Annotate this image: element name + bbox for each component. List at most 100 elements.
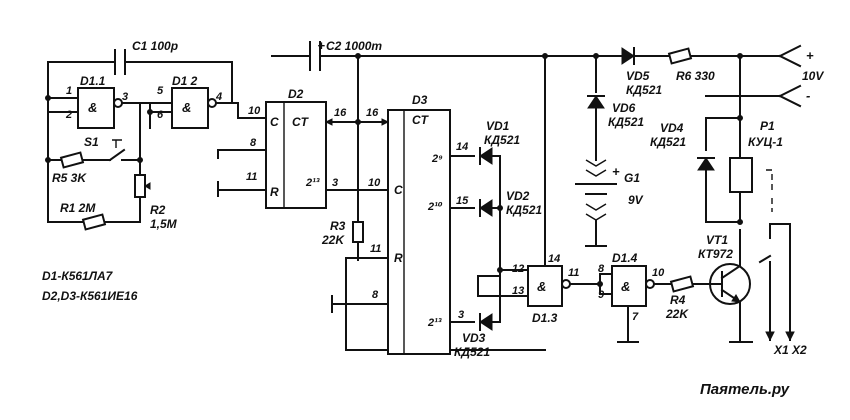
svg-text:R4: R4	[670, 293, 686, 307]
svg-text:R6 330: R6 330	[676, 69, 715, 83]
svg-text:+: +	[806, 48, 814, 63]
svg-text:3: 3	[458, 309, 464, 321]
svg-text:X1 X2: X1 X2	[773, 343, 807, 357]
svg-text:22K: 22K	[321, 233, 345, 247]
vd1-diode: VD1 КД521	[449, 119, 520, 271]
svg-text:VD4: VD4	[660, 121, 684, 135]
svg-text:9V: 9V	[628, 193, 644, 207]
svg-text:D3: D3	[412, 93, 428, 107]
r1-resistor: R1 2M	[47, 201, 107, 231]
svg-text:P1: P1	[760, 119, 775, 133]
d2-counter: D2 C CT R 10 8 11 2¹³ 16 3	[246, 87, 347, 209]
svg-text:R3: R3	[330, 219, 346, 233]
c2-capacitor: C2 1000m +	[271, 38, 781, 71]
svg-text:VD6: VD6	[612, 101, 636, 115]
svg-text:R5 3K: R5 3K	[52, 171, 87, 185]
svg-text:CT: CT	[292, 115, 310, 129]
g1-battery: G1 9V +	[575, 159, 644, 247]
vd5-diode: VD5 КД521	[621, 47, 662, 97]
svg-text:C1 100p: C1 100p	[132, 39, 178, 53]
svg-text:11: 11	[246, 171, 257, 183]
svg-text:VD1: VD1	[486, 119, 510, 133]
svg-text:КД521: КД521	[454, 345, 490, 359]
svg-text:4: 4	[215, 91, 222, 103]
svg-text:R2: R2	[150, 203, 166, 217]
svg-text:КД521: КД521	[626, 83, 662, 97]
svg-text:+: +	[317, 38, 325, 53]
r4-resistor: R4 22K	[653, 275, 713, 321]
svg-text:D1.1: D1.1	[80, 74, 106, 88]
vd3-diode: VD3 КД521	[449, 269, 501, 359]
svg-text:VD5: VD5	[626, 69, 650, 83]
svg-text:14: 14	[548, 253, 560, 265]
svg-text:7: 7	[632, 311, 639, 323]
svg-text:D1 2: D1 2	[172, 74, 198, 88]
vt1-transistor: VT1 КТ972	[698, 229, 751, 343]
svg-text:КД521: КД521	[608, 115, 644, 129]
svg-text:КД521: КД521	[506, 203, 542, 217]
svg-text:8: 8	[250, 137, 257, 149]
watermark: Паятель.ру	[700, 381, 790, 398]
d1-3-gate: & D1.3 12 13 14 11	[512, 253, 579, 325]
svg-text:2¹³: 2¹³	[305, 177, 320, 189]
svg-text:3: 3	[332, 177, 338, 189]
svg-text:VD3: VD3	[462, 331, 486, 345]
svg-text:11: 11	[568, 267, 579, 279]
vd4-diode: VD4 КД521	[650, 121, 715, 171]
relay-contacts: X1 X2	[758, 223, 807, 357]
svg-text:11: 11	[370, 243, 381, 255]
svg-text:D1.4: D1.4	[612, 251, 638, 265]
svg-text:1,5M: 1,5M	[150, 217, 178, 231]
svg-text:R: R	[394, 251, 403, 265]
svg-text:D1.3: D1.3	[532, 311, 558, 325]
svg-text:-: -	[806, 88, 810, 103]
svg-text:10V: 10V	[802, 69, 824, 83]
d1-1-gate: & D1.1	[77, 74, 123, 129]
vd2-diode: VD2 КД521	[449, 189, 542, 217]
vd6-diode: VD6 КД521	[587, 55, 644, 161]
svg-text:&: &	[182, 100, 191, 115]
r6-resistor: R6 330	[667, 47, 715, 83]
svg-text:13: 13	[512, 285, 524, 297]
svg-text:15: 15	[456, 195, 469, 207]
svg-text:G1: G1	[624, 171, 640, 185]
svg-text:2¹⁰: 2¹⁰	[427, 201, 443, 213]
svg-text:10: 10	[652, 267, 665, 279]
d1-2-gate: & D1 2	[171, 74, 217, 129]
svg-text:2¹³: 2¹³	[427, 317, 442, 329]
d3-counter: D3 CT C R 16 10 11 8 2⁹ 2¹⁰ 2¹³ 14 15 3	[366, 93, 469, 355]
svg-text:C: C	[394, 183, 403, 197]
svg-text:2: 2	[65, 109, 72, 121]
svg-text:1: 1	[66, 85, 72, 97]
note-d1: D1-К561ЛА7	[42, 269, 114, 283]
svg-text:R: R	[270, 185, 279, 199]
r2-potentiometer: R2 1,5M	[103, 174, 178, 231]
svg-text:R1 2M: R1 2M	[60, 201, 96, 215]
svg-text:&: &	[537, 279, 546, 294]
svg-text:9: 9	[598, 289, 605, 301]
svg-text:8: 8	[598, 263, 605, 275]
svg-text:10: 10	[248, 105, 261, 117]
svg-text:КТ972: КТ972	[698, 247, 733, 261]
s1-switch: S1	[84, 135, 126, 162]
r5-resistor: R5 3K	[52, 151, 87, 185]
svg-text:6: 6	[157, 109, 164, 121]
svg-text:14: 14	[456, 141, 468, 153]
d1-4-gate: & D1.4 8 9 10 7	[598, 251, 665, 323]
svg-text:КД521: КД521	[650, 135, 686, 149]
p1-relay: P1 КУЦ-1	[729, 117, 783, 223]
svg-text:VD2: VD2	[506, 189, 530, 203]
svg-text:VT1: VT1	[706, 233, 728, 247]
r3-resistor: R3 22K	[321, 219, 364, 247]
svg-text:S1: S1	[84, 135, 99, 149]
oscillator-pins: 1 2 3 5 6 4	[65, 85, 222, 121]
svg-text:8: 8	[372, 289, 379, 301]
svg-text:КД521: КД521	[484, 133, 520, 147]
svg-text:CT: CT	[412, 113, 430, 127]
c1-capacitor: C1 100p	[47, 39, 233, 104]
svg-text:C: C	[270, 115, 279, 129]
svg-text:&: &	[621, 279, 630, 294]
svg-text:16: 16	[366, 107, 379, 119]
